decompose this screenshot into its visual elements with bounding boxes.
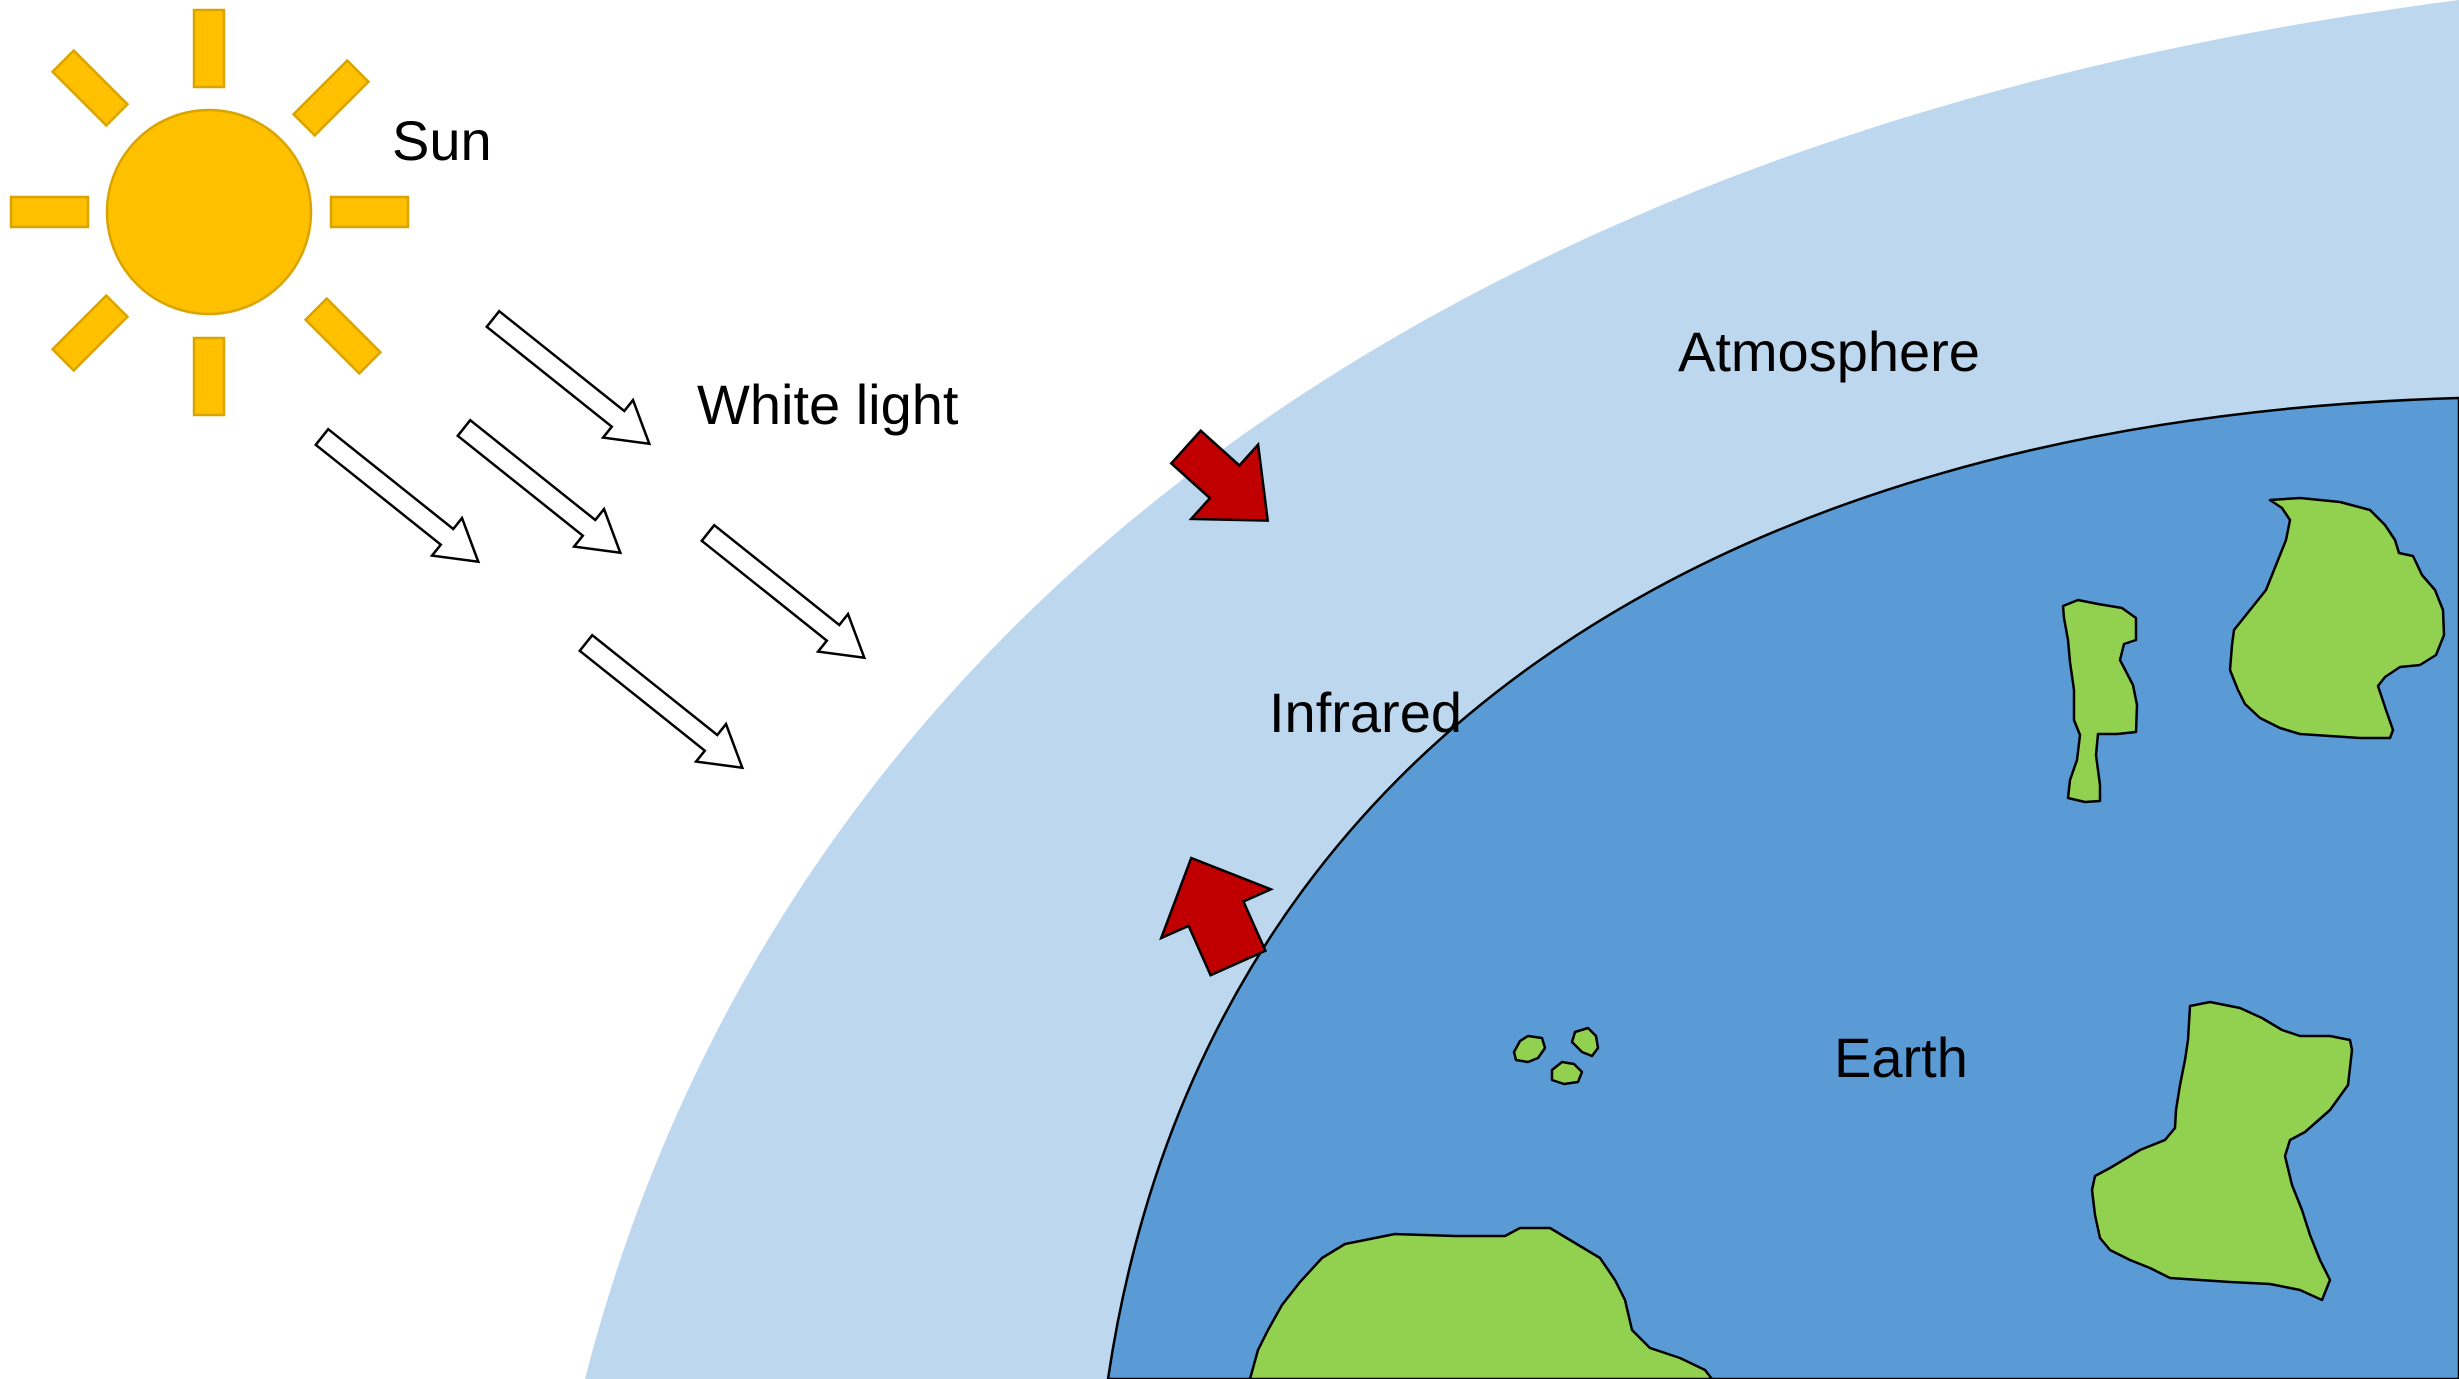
- sun-ray: [9, 195, 90, 229]
- land-upper-right: [2228, 496, 2446, 740]
- land-islet-2: [1570, 1026, 1600, 1058]
- landmasses: [1248, 496, 2446, 1379]
- sun-ray: [192, 8, 226, 89]
- sun-icon: [9, 8, 410, 417]
- land-bottom-left: [1248, 1226, 1714, 1379]
- red-arrow-icon: [1159, 856, 1275, 977]
- infrared-arrows: [1159, 428, 1275, 977]
- earth-label: Earth: [1834, 1026, 1968, 1089]
- sun-ray: [329, 195, 410, 229]
- land-islet-3: [1550, 1060, 1584, 1086]
- sun-ray: [50, 293, 130, 373]
- sun-ray: [303, 296, 383, 376]
- infrared-label: Infrared: [1269, 681, 1462, 744]
- sun-label: Sun: [392, 109, 492, 172]
- sun-rays: [9, 8, 410, 417]
- land-lower-right: [2090, 1000, 2354, 1302]
- hollow-arrow-icon: [456, 418, 623, 555]
- atmosphere-label: Atmosphere: [1678, 320, 1980, 383]
- white-light-arrows: [314, 309, 867, 770]
- land-tall-island: [2061, 598, 2139, 804]
- sun-disc: [105, 108, 313, 316]
- red-arrow-icon: [1169, 428, 1270, 522]
- hollow-arrow-icon: [578, 633, 745, 770]
- sun-ray: [291, 58, 371, 138]
- hollow-arrow-icon: [314, 427, 481, 564]
- land-islet-1: [1512, 1034, 1547, 1064]
- hollow-arrow-icon: [485, 309, 652, 446]
- sun-ray: [192, 336, 226, 417]
- sun-ray: [50, 48, 130, 128]
- white-light-label: White light: [697, 373, 959, 436]
- hollow-arrow-icon: [700, 523, 867, 660]
